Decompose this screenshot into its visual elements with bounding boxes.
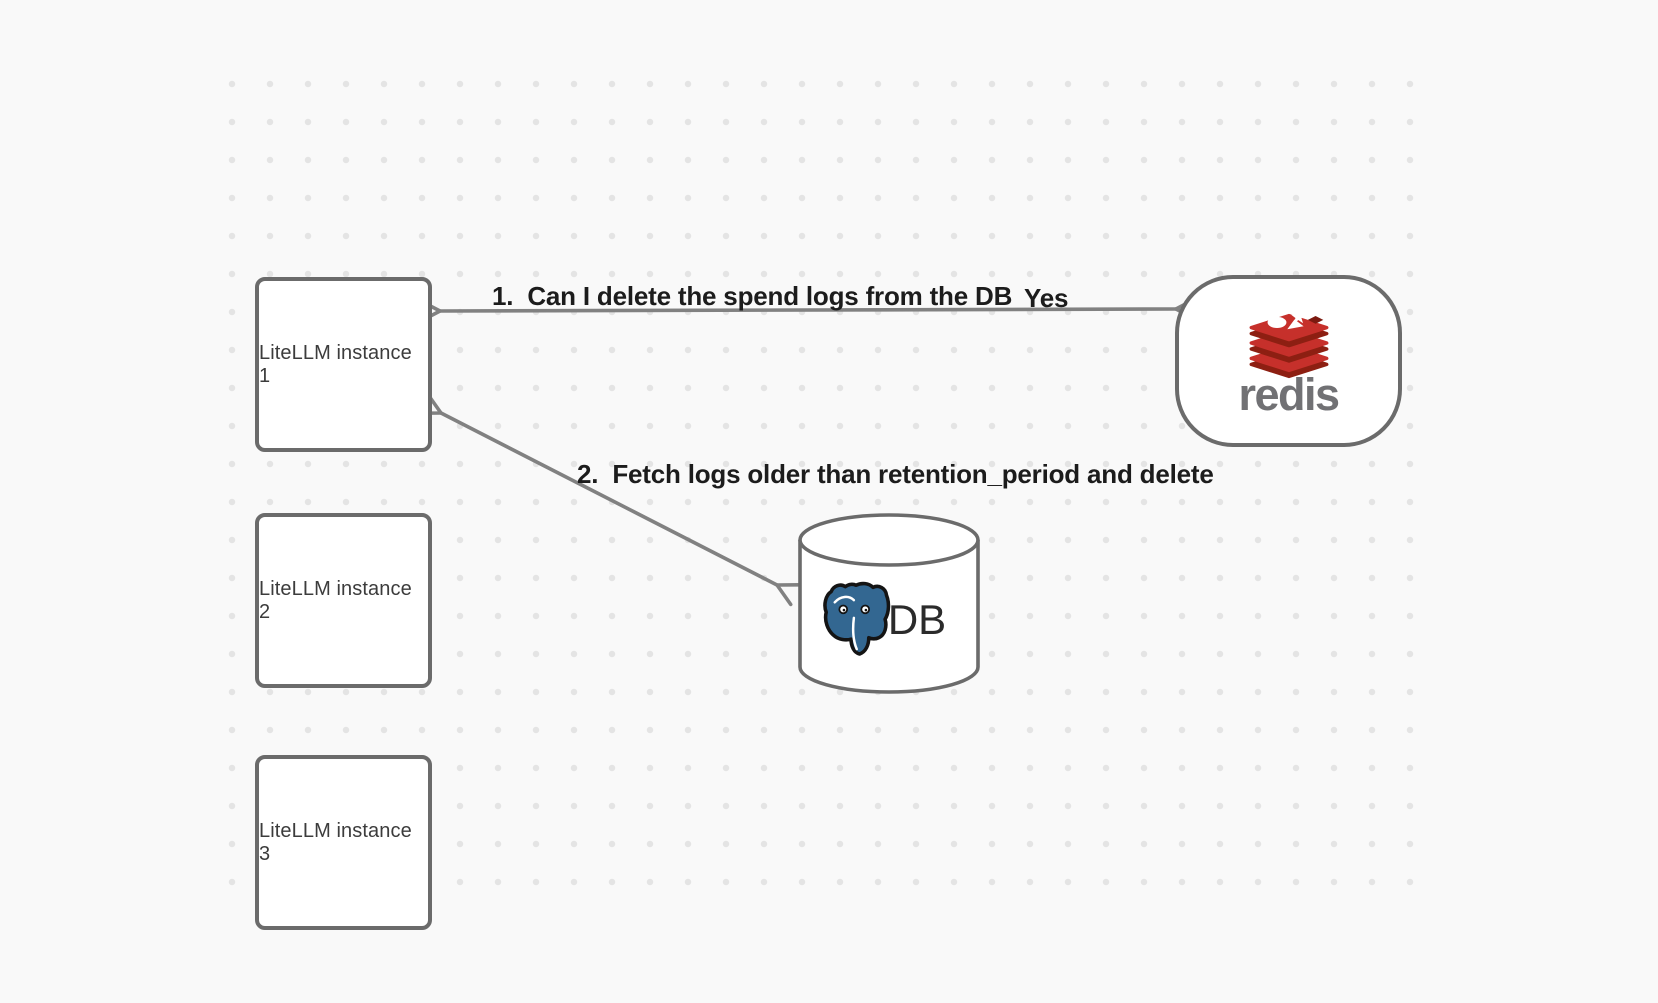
edge-1-response-label[interactable]: Yes bbox=[1024, 283, 1069, 313]
redis-wordmark: redis bbox=[1238, 368, 1340, 420]
node-litellm-instance-1-label: LiteLLM instance 1 bbox=[259, 341, 412, 387]
edge-1-label[interactable]: 1. Can I delete the spend logs from the … bbox=[492, 281, 1013, 311]
node-litellm-instance-2[interactable]: LiteLLM instance 2 bbox=[255, 513, 432, 688]
node-litellm-instance-3-label: LiteLLM instance 3 bbox=[259, 819, 412, 865]
redis-logo-icon bbox=[1249, 309, 1328, 378]
node-db-cylinder[interactable] bbox=[780, 495, 1000, 715]
db-node-label: DB bbox=[887, 596, 947, 643]
edge-1-arrow[interactable] bbox=[417, 296, 1199, 324]
edge-2-label[interactable]: 2. Fetch logs older than retention_perio… bbox=[577, 459, 1214, 489]
postgresql-logo-icon bbox=[823, 581, 891, 656]
node-litellm-instance-2-label: LiteLLM instance 2 bbox=[259, 577, 412, 623]
node-redis[interactable]: redis bbox=[1175, 275, 1402, 447]
node-litellm-instance-1[interactable]: LiteLLM instance 1 bbox=[255, 277, 432, 452]
db-node-content: DB bbox=[794, 560, 972, 680]
node-litellm-instance-3[interactable]: LiteLLM instance 3 bbox=[255, 755, 432, 930]
edge-2-arrow[interactable] bbox=[415, 391, 803, 607]
